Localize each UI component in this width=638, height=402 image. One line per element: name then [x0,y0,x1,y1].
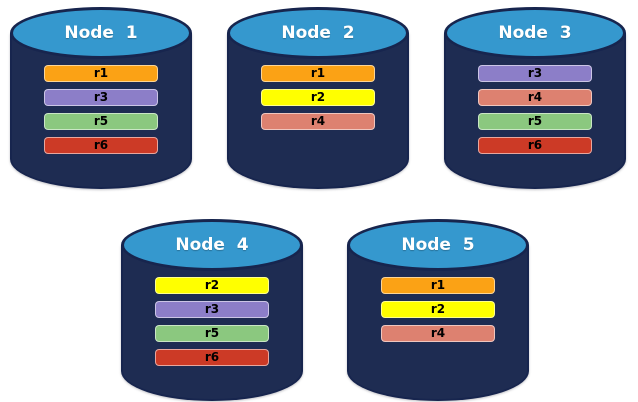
node-title: Node 1 [64,23,138,43]
replica-bar: r5 [478,113,592,130]
replica-list: r1 r2 r4 [347,277,529,342]
replica-bar: r3 [44,89,158,106]
replica-bar: r5 [155,325,269,342]
cylinder-body [444,33,626,189]
node-cylinder-1: Node 1 r1 r3 r5 r6 [10,7,192,189]
replica-list: r1 r2 r4 [227,65,409,130]
node-title: Node 3 [498,23,572,43]
replica-bar: r5 [44,113,158,130]
replica-bar: r6 [155,349,269,366]
replica-list: r2 r3 r5 r6 [121,277,303,366]
node-title: Node 5 [401,235,475,255]
replica-list: r3 r4 r5 r6 [444,65,626,154]
node-cylinder-3: Node 3 r3 r4 r5 r6 [444,7,626,189]
cylinder-body [121,245,303,401]
node-cylinder-5: Node 5 r1 r2 r4 [347,219,529,401]
cylinder-top: Node 5 [347,219,529,271]
replica-bar: r2 [381,301,495,318]
node-title: Node 2 [281,23,355,43]
cylinder-body [347,245,529,401]
replica-bar: r1 [381,277,495,294]
cylinder-body [227,33,409,189]
cylinder-top: Node 4 [121,219,303,271]
cylinder-top: Node 1 [10,7,192,59]
replica-bar: r4 [261,113,375,130]
node-title: Node 4 [175,235,249,255]
cylinder-top: Node 3 [444,7,626,59]
replica-bar: r1 [261,65,375,82]
replica-bar: r2 [155,277,269,294]
replica-bar: r4 [381,325,495,342]
replica-bar: r6 [478,137,592,154]
replica-bar: r6 [44,137,158,154]
replica-list: r1 r3 r5 r6 [10,65,192,154]
node-cylinder-2: Node 2 r1 r2 r4 [227,7,409,189]
cylinder-top: Node 2 [227,7,409,59]
replica-bar: r1 [44,65,158,82]
replica-bar: r4 [478,89,592,106]
replica-bar: r3 [478,65,592,82]
node-cylinder-4: Node 4 r2 r3 r5 r6 [121,219,303,401]
cylinder-body [10,33,192,189]
replica-bar: r2 [261,89,375,106]
replica-bar: r3 [155,301,269,318]
